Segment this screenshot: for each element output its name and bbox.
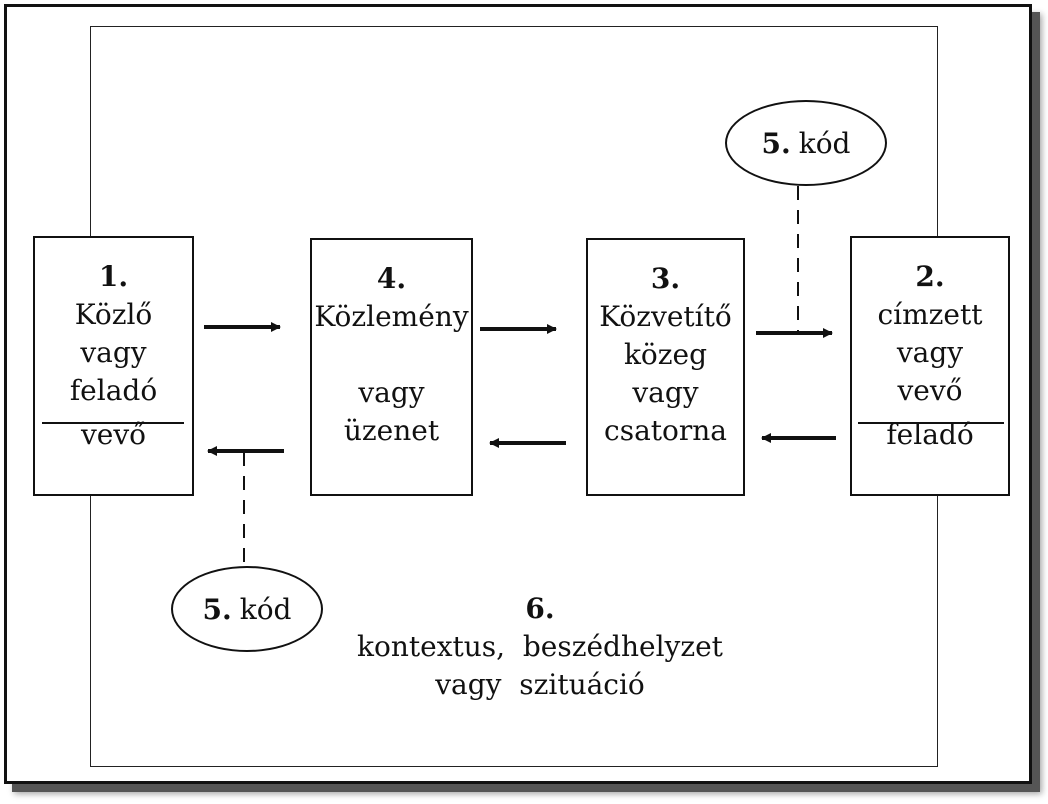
channel-number: 3. [650,262,681,295]
sender-divider [42,422,184,424]
message-line-1: Közlemény [314,300,469,333]
code-oval-bottom: 5. kód [171,566,323,652]
code-bottom-number: 5. [202,592,232,626]
sender-line-1: Közlő [74,298,153,331]
message-line-4: üzenet [343,414,440,447]
sender-box: 1. Közlő vagy feladó vevő [33,236,194,496]
sender-number: 1. [98,260,129,293]
channel-line-4: csatorna [604,414,727,447]
sender-line-3: feladó [69,374,158,407]
sender-line-2: vagy [80,336,147,369]
code-oval-top: 5. kód [725,100,887,186]
context-number: 6. [525,592,555,625]
receiver-line-1: címzett [877,298,983,331]
receiver-box: 2. címzett vagy vevő feladó [850,236,1010,496]
code-bottom-label: kód [239,592,292,626]
channel-box: 3. Közvetítő közeg vagy csatorna [586,238,745,496]
channel-line-3: vagy [632,376,699,409]
message-number: 4. [376,262,407,295]
code-top-number: 5. [761,126,791,160]
receiver-number: 2. [915,260,945,293]
channel-line-1: Közvetítő [599,300,732,333]
context-line-1: kontextus, beszédhelyzet [357,630,723,663]
receiver-divider [858,422,1004,424]
code-top-label: kód [798,126,851,160]
channel-line-2: közeg [623,338,708,371]
message-box: 4. Közlemény vagy üzenet [310,238,473,496]
receiver-line-3: vevő [897,374,963,407]
context-label: 6. kontextus, beszédhelyzet vagy szituác… [330,590,750,704]
receiver-line-2: vagy [896,336,964,369]
message-line-3: vagy [358,376,425,409]
context-line-2: vagy szituáció [435,668,645,701]
message-line-2 [312,336,471,374]
